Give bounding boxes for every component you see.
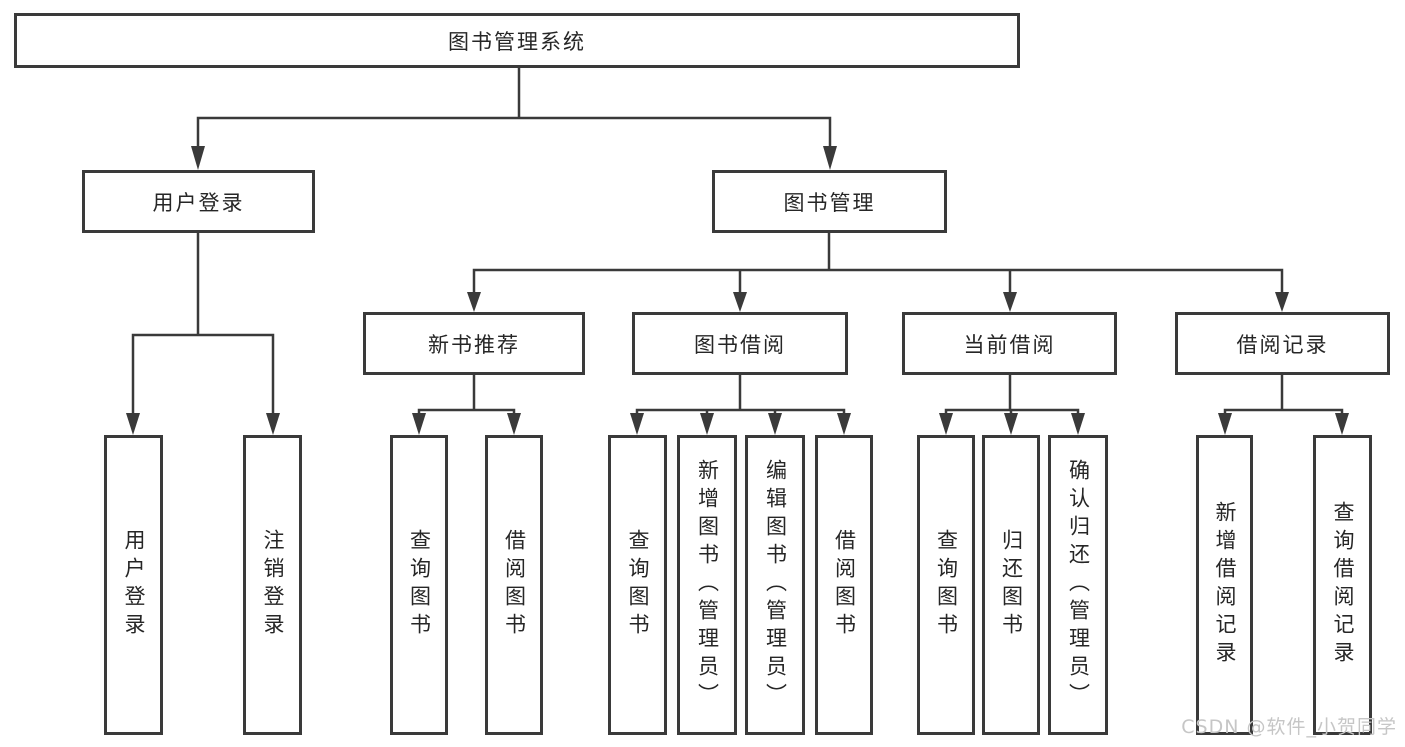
csdn-watermark: CSDN @软件_小贺同学: [1181, 716, 1397, 738]
node-user-login: 用户登录: [82, 170, 315, 233]
leaf-borrow-books: 借阅图书: [815, 435, 873, 735]
node-book-management: 图书管理: [712, 170, 947, 233]
node-root-library-system: 图书管理系统: [14, 13, 1020, 68]
leaf-edit-books-admin: 编辑图书（管理员）: [745, 435, 805, 735]
leaf-query-books-recommend: 查询图书: [390, 435, 448, 735]
leaf-query-books-borrow: 查询图书: [608, 435, 667, 735]
node-new-book-recommend: 新书推荐: [363, 312, 585, 375]
arrowhead-icons: [126, 146, 1349, 435]
leaf-return-books: 归还图书: [982, 435, 1040, 735]
leaf-add-books-admin: 新增图书（管理员）: [677, 435, 737, 735]
node-current-borrowing: 当前借阅: [902, 312, 1117, 375]
leaf-add-borrow-record: 新增借阅记录: [1196, 435, 1253, 735]
leaf-borrow-books-recommend: 借阅图书: [485, 435, 543, 735]
leaf-logout: 注销登录: [243, 435, 302, 735]
leaf-query-books-current: 查询图书: [917, 435, 975, 735]
leaf-query-borrow-record: 查询借阅记录: [1313, 435, 1372, 735]
node-borrow-records: 借阅记录: [1175, 312, 1390, 375]
leaf-confirm-return-admin: 确认归还（管理员）: [1048, 435, 1108, 735]
node-book-borrowing: 图书借阅: [632, 312, 848, 375]
leaf-user-login: 用户登录: [104, 435, 163, 735]
